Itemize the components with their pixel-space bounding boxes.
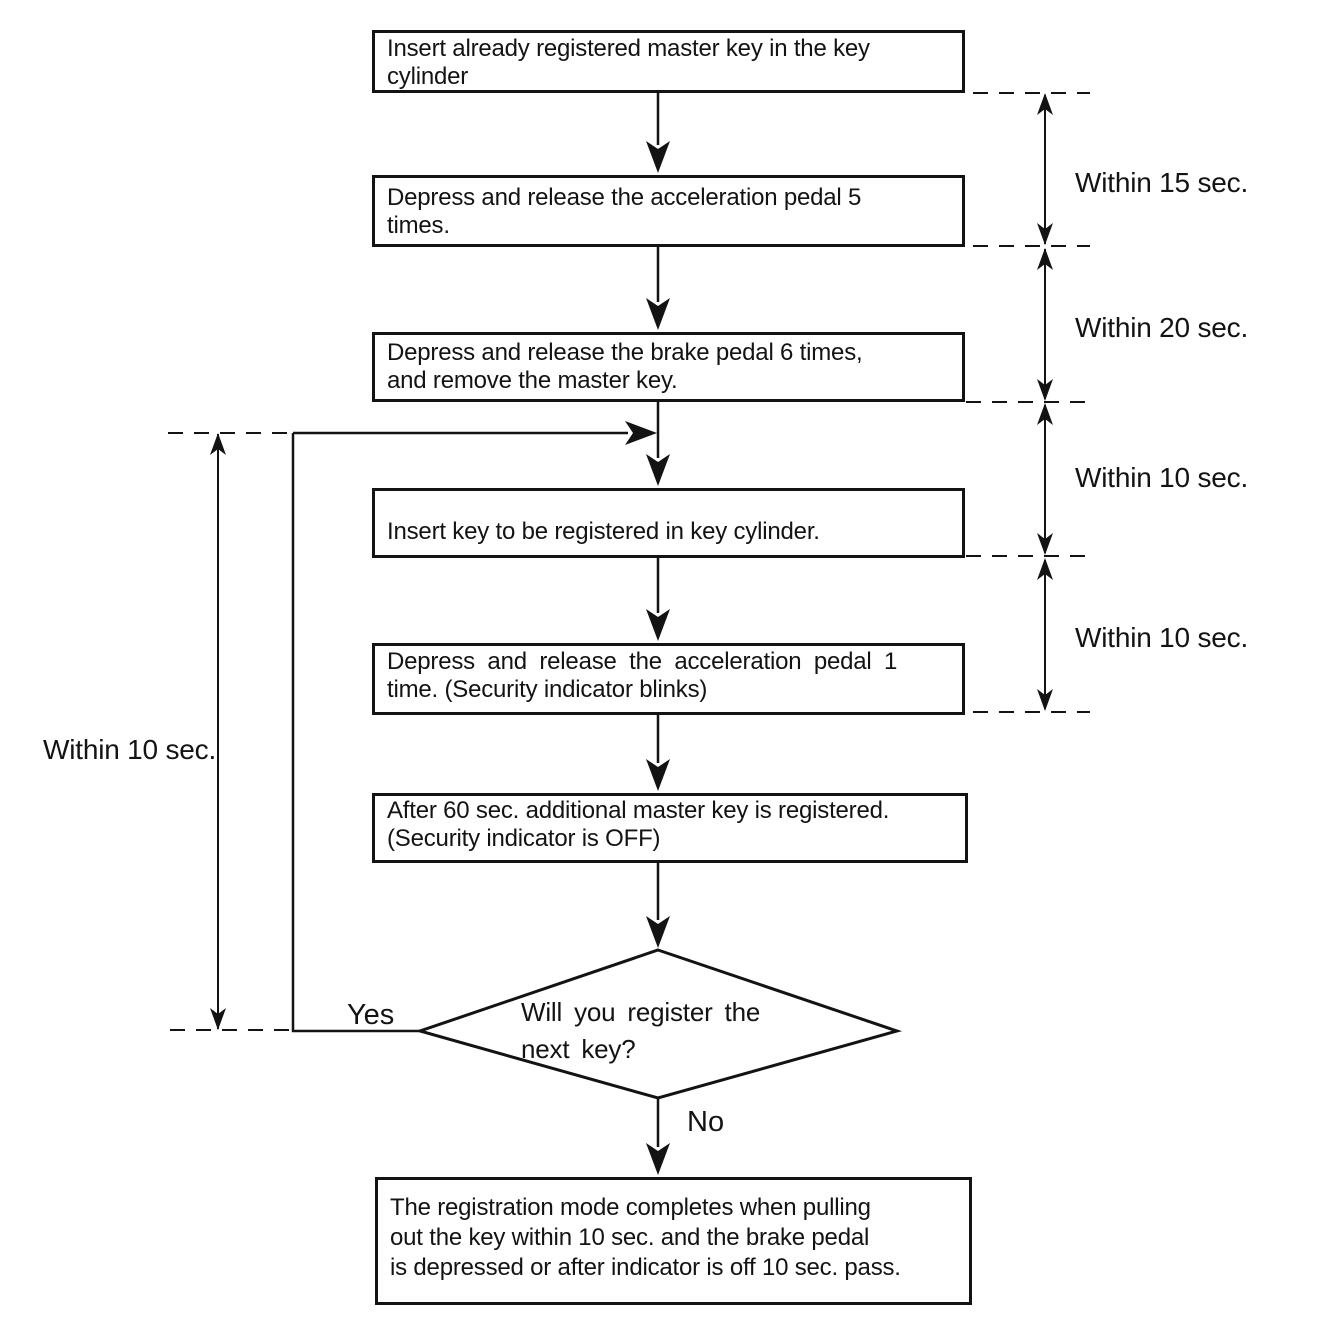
process-text-line: and remove the master key. [387,367,678,394]
decision-diamond [414,948,903,1100]
process-box-key-registered: After 60 sec. additional master key is r… [372,793,968,863]
process-box-brake-pedal-6: Depress and release the brake pedal 6 ti… [372,332,965,402]
process-text-line: Insert key to be registered in key cylin… [387,518,820,545]
timing-label-left: Within 10 sec. [43,734,217,765]
timing-label-right-2: Within 20 sec. [1075,312,1249,343]
timing-label-right-4: Within 10 sec. [1075,622,1249,653]
flow-arrowhead-5 [646,759,670,791]
process-text-line: The registration mode completes when pul… [390,1194,871,1221]
no-label: No [687,1106,725,1138]
measure-arrowhead [1037,93,1053,115]
process-box-registration-complete: The registration mode completes when pul… [375,1177,972,1305]
flow-arrowhead-6 [646,916,670,948]
measure-arrowhead-left-down [210,1008,226,1030]
process-text-line: time. (Security indicator blinks) [387,676,708,703]
process-box-accel-pedal-1: Depress and release the acceleration ped… [372,643,965,715]
measure-arrowhead [1037,558,1053,580]
flow-arrowhead-3 [646,454,670,486]
process-text-line: After 60 sec. additional master key is r… [387,797,890,824]
process-text-line: is depressed or after indicator is off 1… [390,1254,901,1281]
measure-arrowhead [1037,379,1053,401]
loop-line-yes [291,433,420,1033]
process-text-line: out the key within 10 sec. and the brake… [390,1224,870,1251]
process-box-accel-pedal-5: Depress and release the acceleration ped… [372,175,965,247]
process-text-line: Depress and release the acceleration ped… [387,184,862,211]
decision-text-line: Will you register the [521,997,761,1027]
process-text-line: Depress and release the brake pedal 6 ti… [387,339,863,366]
decision-text-line: next key? [521,1034,636,1064]
flow-arrowhead-4 [646,609,670,641]
measure-arrowhead [1037,403,1053,425]
measure-arrowhead [1037,533,1053,555]
timing-label-right-3: Within 10 sec. [1075,462,1249,493]
decision-text: Will you register the next key? [521,994,760,1068]
process-text-line: times. [387,212,450,239]
measure-arrowhead [1037,223,1053,245]
flow-arrowhead-7 [646,1143,670,1175]
flow-arrowhead-2 [646,298,670,330]
process-box-insert-master-key: Insert already registered master key in … [372,30,965,93]
process-text-line: Insert already registered master key in … [387,35,870,62]
measure-arrowhead [1037,248,1053,270]
timing-label-right-1: Within 15 sec. [1075,167,1249,198]
merge-arrowhead [625,421,657,445]
flow-arrowhead-1 [646,141,670,173]
process-box-insert-new-key: Insert key to be registered in key cylin… [372,488,965,558]
process-text-line: cylinder [387,63,469,90]
process-text-line: Depress and release the acceleration ped… [387,648,898,675]
process-text-line: (Security indicator is OFF) [387,825,661,852]
measure-arrowhead-left-up [210,433,226,455]
yes-label: Yes [347,999,395,1031]
measure-arrowhead [1037,689,1053,711]
